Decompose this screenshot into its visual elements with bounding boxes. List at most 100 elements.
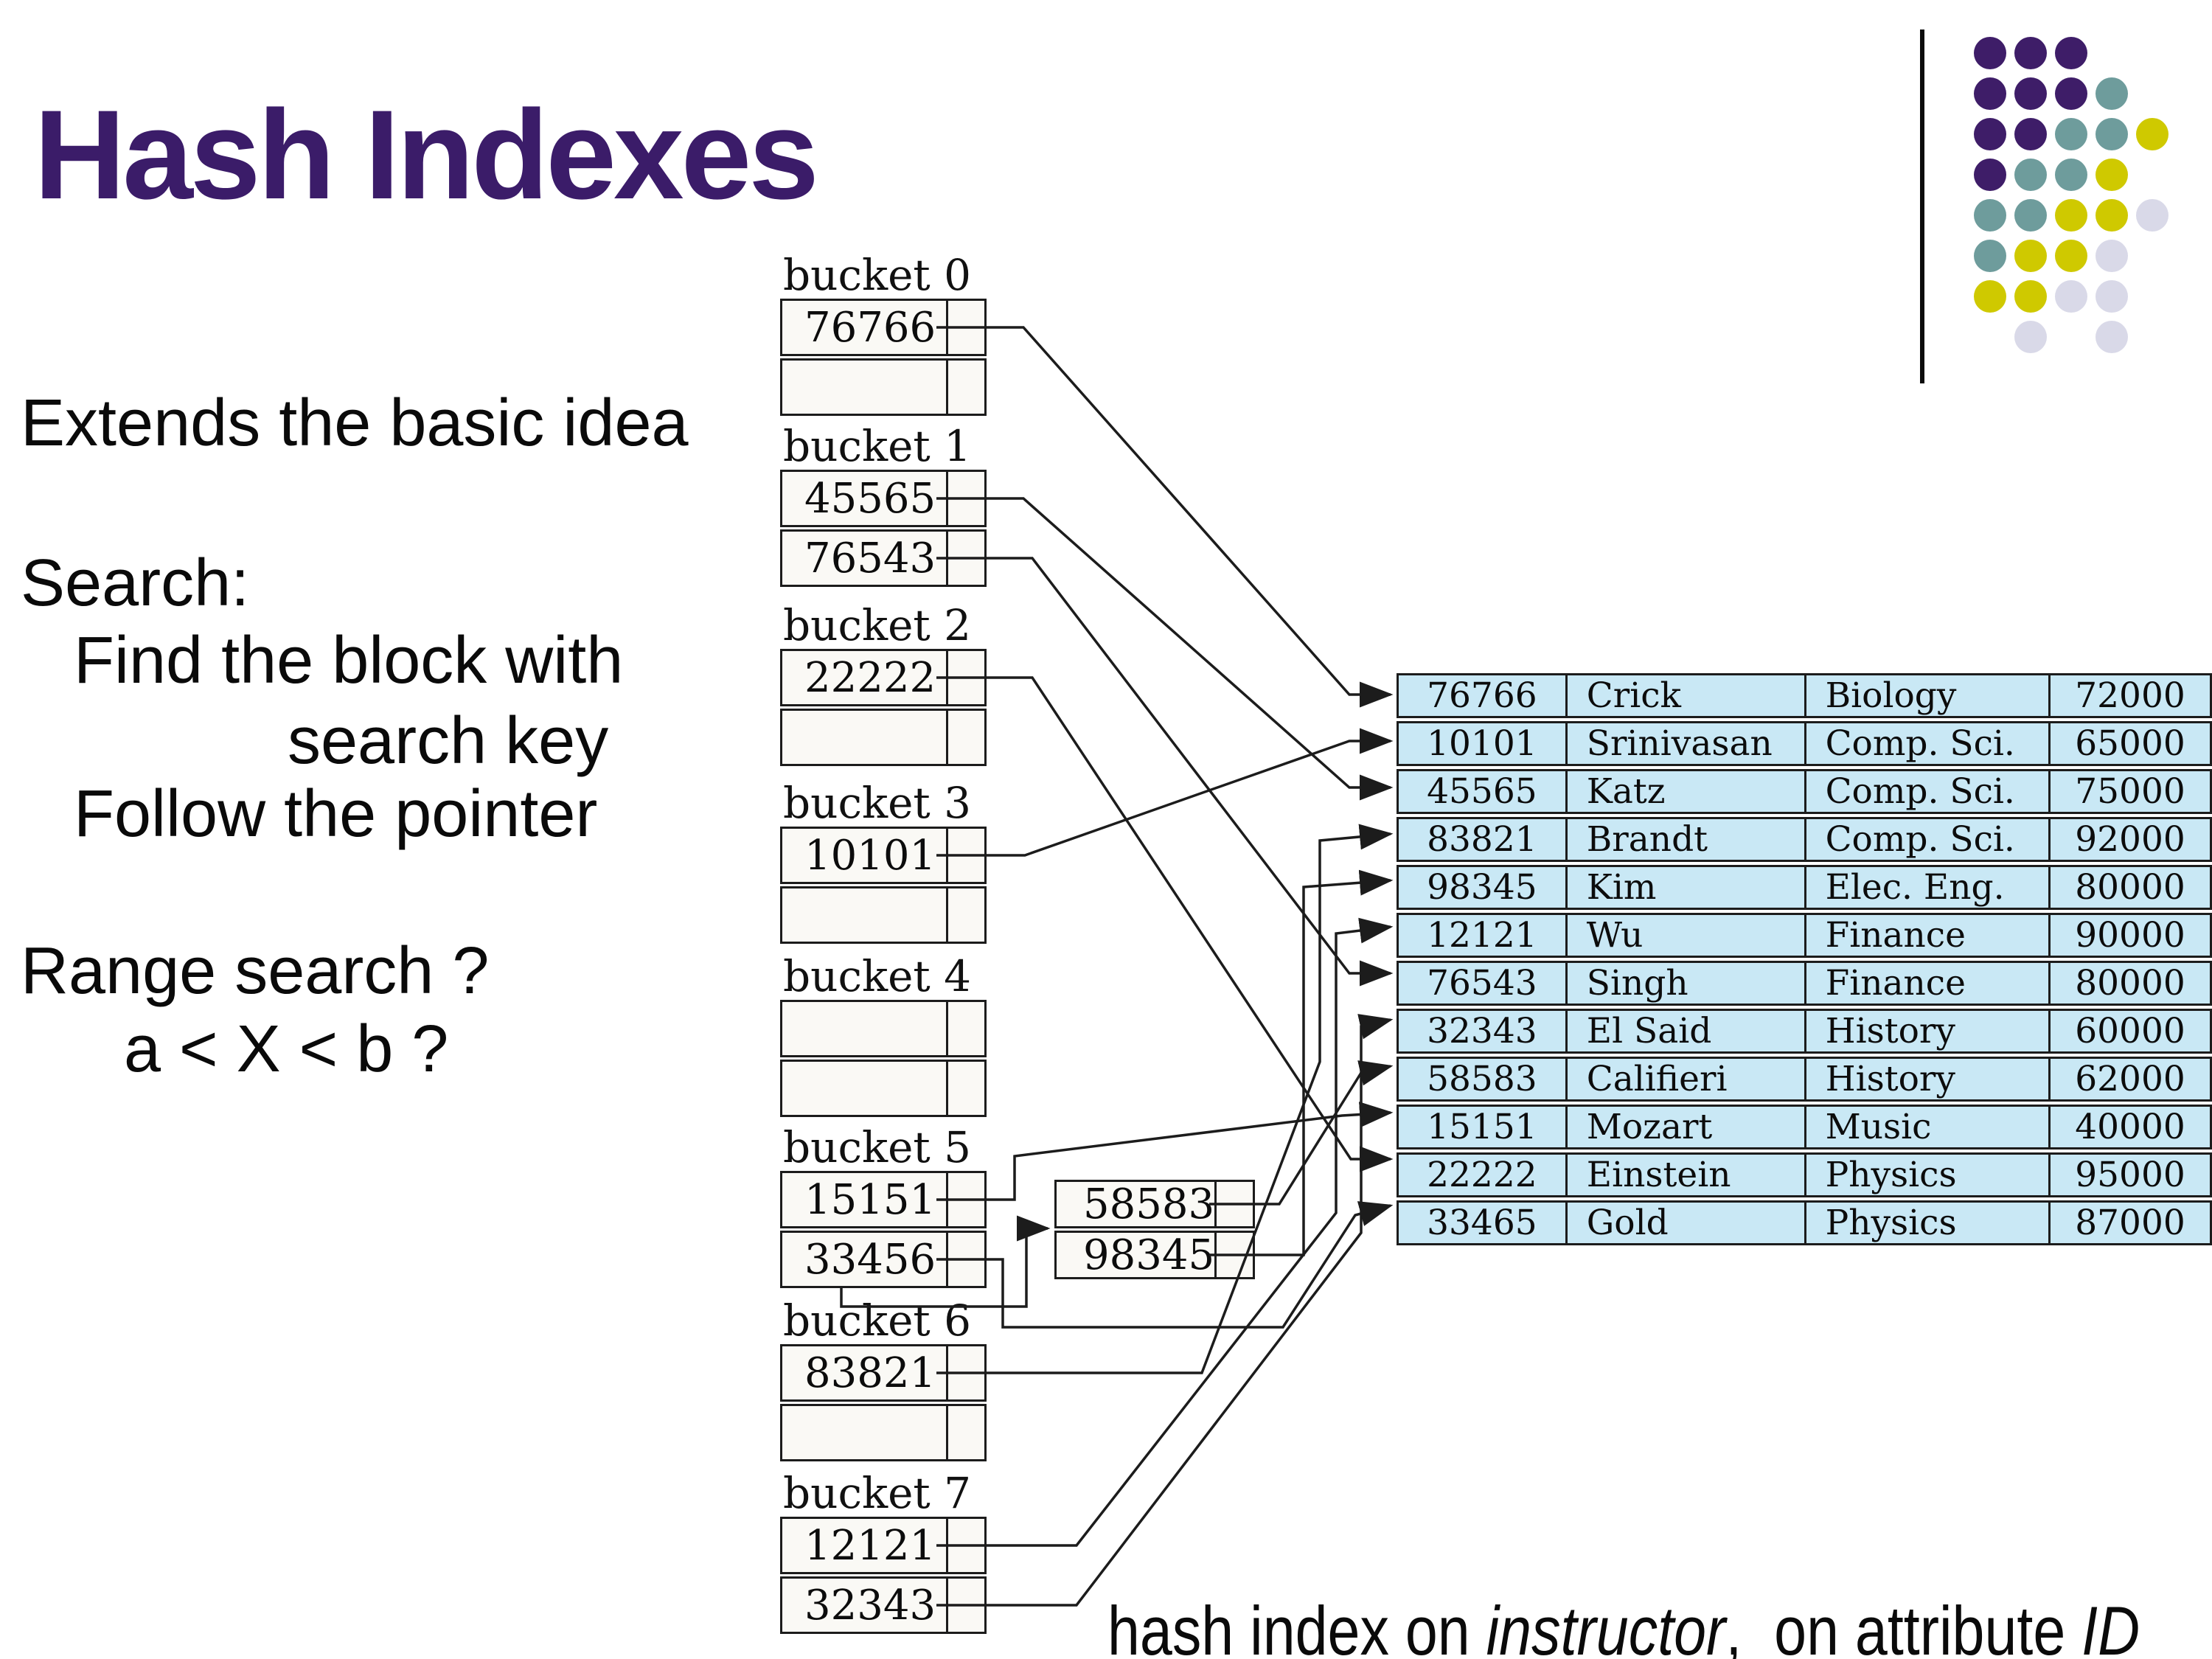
salary-cell: 65000 [2048, 721, 2212, 766]
salary-cell: 95000 [2048, 1152, 2212, 1197]
dot [2055, 77, 2087, 110]
bucket-2: bucket 2 22222 [780, 600, 987, 766]
dept-cell: Physics [1804, 1152, 2049, 1197]
name-cell: Mozart [1565, 1105, 1804, 1150]
bucket-entry: 10101 [780, 827, 987, 884]
id-cell: 33465 [1397, 1200, 1565, 1245]
bucket-pointer-cell [946, 1062, 984, 1115]
caption-id-italic: ID [2081, 1592, 2140, 1659]
bucket-entry-value: 98345 [1083, 1231, 1215, 1279]
bucket-entry: 98345 [1054, 1231, 1255, 1279]
pointer-arrow-32343 [936, 1014, 1394, 1607]
name-cell: Kim [1565, 865, 1804, 910]
bucket-pointer-cell [946, 472, 984, 525]
dept-cell: Biology [1804, 673, 2049, 718]
bucket-entry: 12121 [780, 1517, 987, 1574]
caption-text: hash index on [1107, 1592, 1486, 1659]
bucket-pointer-cell [946, 1519, 984, 1572]
bucket-entry-value [782, 711, 946, 764]
bucket-1: bucket 1 45565 76543 [780, 421, 987, 587]
name-cell: Einstein [1565, 1152, 1804, 1197]
name-cell: Singh [1565, 961, 1804, 1006]
pointer-arrow-10101 [936, 728, 1394, 857]
bucket-entry-value [782, 1062, 946, 1115]
id-cell: 45565 [1397, 769, 1565, 814]
name-cell: Srinivasan [1565, 721, 1804, 766]
bucket-entry [780, 1000, 987, 1057]
page-title: Hash Indexes [34, 84, 819, 226]
id-cell: 10101 [1397, 721, 1565, 766]
bucket-7: bucket 7 12121 32343 [780, 1468, 987, 1634]
bucket-entry [780, 1404, 987, 1461]
bucket-entry-value: 15151 [804, 1175, 936, 1224]
pointer-arrow-83821 [936, 824, 1394, 1374]
pointer-arrow-76543 [936, 557, 1394, 987]
dept-cell: History [1804, 1057, 2049, 1102]
bucket-pointer-cell [946, 532, 984, 585]
dot [2014, 77, 2047, 110]
name-cell: Gold [1565, 1200, 1804, 1245]
pointer-arrow-22222 [936, 676, 1394, 1172]
body-line-follow-pointer: Follow the pointer [74, 777, 598, 851]
bucket-label: bucket 5 [783, 1122, 972, 1172]
dot [2014, 321, 2047, 353]
bucket-pointer-cell [946, 829, 984, 882]
salary-cell: 92000 [2048, 817, 2212, 862]
name-cell: Brandt [1565, 817, 1804, 862]
name-cell: Crick [1565, 673, 1804, 718]
dept-cell: Music [1804, 1105, 2049, 1150]
id-cell: 58583 [1397, 1057, 1565, 1102]
bucket-entry: 83821 [780, 1344, 987, 1402]
dot [2096, 159, 2128, 191]
bucket-label: bucket 0 [783, 250, 972, 300]
bucket-pointer-cell [946, 301, 984, 354]
dot [2136, 118, 2168, 150]
dot [1974, 280, 2006, 313]
dot [1974, 37, 2006, 69]
name-cell: Katz [1565, 769, 1804, 814]
id-cell: 98345 [1397, 865, 1565, 910]
bucket-pointer-cell [1214, 1182, 1253, 1226]
body-line-extends: Extends the basic idea [21, 386, 689, 460]
bucket-entry: 15151 [780, 1171, 987, 1228]
bucket-entry: 33456 [780, 1231, 987, 1288]
body-line-find-block: Find the block with [74, 624, 624, 698]
dot [2055, 199, 2087, 232]
bucket-3: bucket 3 10101 [780, 778, 987, 944]
bucket-entry [780, 886, 987, 944]
bucket-5: bucket 5 15151 33456 [780, 1122, 987, 1288]
bucket-entry [780, 358, 987, 416]
dot [2055, 240, 2087, 272]
bucket-entry-value: 76543 [804, 534, 936, 582]
bucket-entry [780, 1060, 987, 1117]
name-cell: Wu [1565, 913, 1804, 958]
bucket-4: bucket 4 [780, 951, 987, 1117]
dot [2014, 118, 2047, 150]
id-cell: 15151 [1397, 1105, 1565, 1150]
divider-line [1920, 29, 1924, 383]
bucket-entry-value: 76766 [804, 303, 936, 352]
dept-cell: Elec. Eng. [1804, 865, 2049, 910]
bucket-entry-value [782, 361, 946, 414]
bucket-entry-value: 12121 [804, 1521, 936, 1570]
bucket-pointer-cell [946, 361, 984, 414]
dot [2014, 280, 2047, 313]
dot [2096, 321, 2128, 353]
bucket-label: bucket 3 [783, 778, 972, 828]
bucket-pointer-cell [946, 1346, 984, 1399]
dot [2014, 199, 2047, 232]
bucket-entry: 76543 [780, 529, 987, 587]
bucket-entry-value: 10101 [804, 831, 936, 880]
bucket-entry-value [782, 1406, 946, 1459]
bucket-label: bucket 1 [783, 421, 972, 471]
dept-cell: Finance [1804, 961, 2049, 1006]
dot [2055, 280, 2087, 313]
